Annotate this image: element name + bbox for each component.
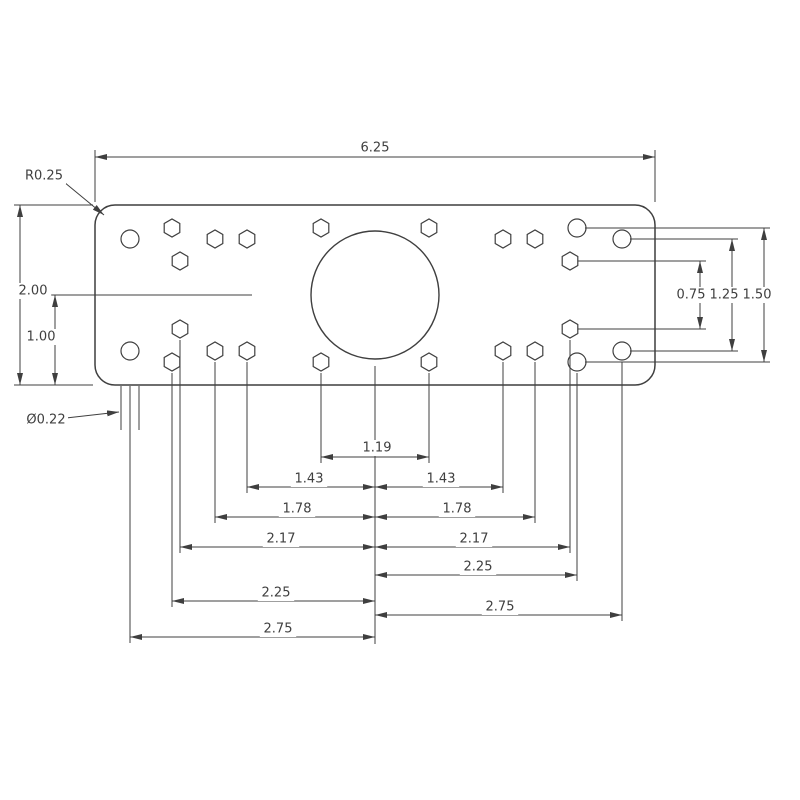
leader-label: Ø0.22 (26, 413, 65, 428)
leader-label-bg (24, 412, 68, 428)
dimension-label: 2.75 (264, 622, 293, 637)
dimension-label-bg (356, 140, 394, 156)
dimension-label-bg (22, 329, 60, 345)
dimension-label: 0.75 (677, 288, 706, 303)
dimension-label-bg (459, 559, 497, 575)
dimension-label: 1.43 (427, 472, 456, 487)
mounting-hole (494, 341, 512, 361)
dimension-label: 1.78 (283, 502, 312, 517)
mounting-hole (171, 319, 189, 339)
mounting-hole (420, 352, 438, 372)
dimension-label: 1.00 (27, 330, 56, 345)
dimension-label: 2.75 (486, 600, 515, 615)
mounting-hole (171, 251, 189, 271)
dimension-label-bg (422, 471, 460, 487)
mounting-hole (494, 229, 512, 249)
dimension-label-bg (14, 283, 52, 299)
dimension-label: 2.25 (262, 586, 291, 601)
mounting-hole (163, 218, 181, 238)
dimension-label: 2.17 (267, 532, 296, 547)
dimension-label: 2.00 (19, 284, 48, 299)
dimension-label-bg (262, 531, 300, 547)
dimension-label: 2.17 (460, 532, 489, 547)
leader-line (63, 181, 105, 216)
mounting-hole (312, 218, 330, 238)
dimension-label-bg (672, 287, 710, 303)
dimension-label: 1.25 (710, 288, 739, 303)
leader-line (65, 410, 120, 419)
dimension-label: 1.78 (443, 502, 472, 517)
dimension-label-bg (358, 440, 396, 456)
mounting-hole (526, 229, 544, 249)
dimension-label: 1.43 (295, 472, 324, 487)
leader-label-bg (22, 168, 66, 184)
dimension-label-bg (455, 531, 493, 547)
dimension-label-bg (705, 287, 743, 303)
dimension-label: 6.25 (361, 141, 390, 156)
dimension-label: 1.50 (743, 288, 772, 303)
mounting-hole (420, 218, 438, 238)
mounting-hole (120, 341, 140, 361)
dimension-label: 1.19 (363, 441, 392, 456)
dimension-label-bg (257, 585, 295, 601)
center-bore (310, 230, 440, 360)
dimension-label-bg (438, 501, 476, 517)
dimension-label-bg (290, 471, 328, 487)
mounting-hole (238, 341, 256, 361)
mounting-hole (561, 319, 579, 339)
mounting-hole (561, 251, 579, 271)
mounting-hole (238, 229, 256, 249)
mounting-hole (206, 341, 224, 361)
dimension-label-bg (259, 621, 297, 637)
dimension-label: 2.25 (464, 560, 493, 575)
mounting-hole (206, 229, 224, 249)
mounting-hole (312, 352, 330, 372)
mounting-hole (120, 229, 140, 249)
dimension-label-bg (738, 287, 776, 303)
mounting-hole (526, 341, 544, 361)
dimension-label-bg (481, 599, 519, 615)
leader-label: R0.25 (25, 169, 63, 184)
dimension-label-bg (278, 501, 316, 517)
